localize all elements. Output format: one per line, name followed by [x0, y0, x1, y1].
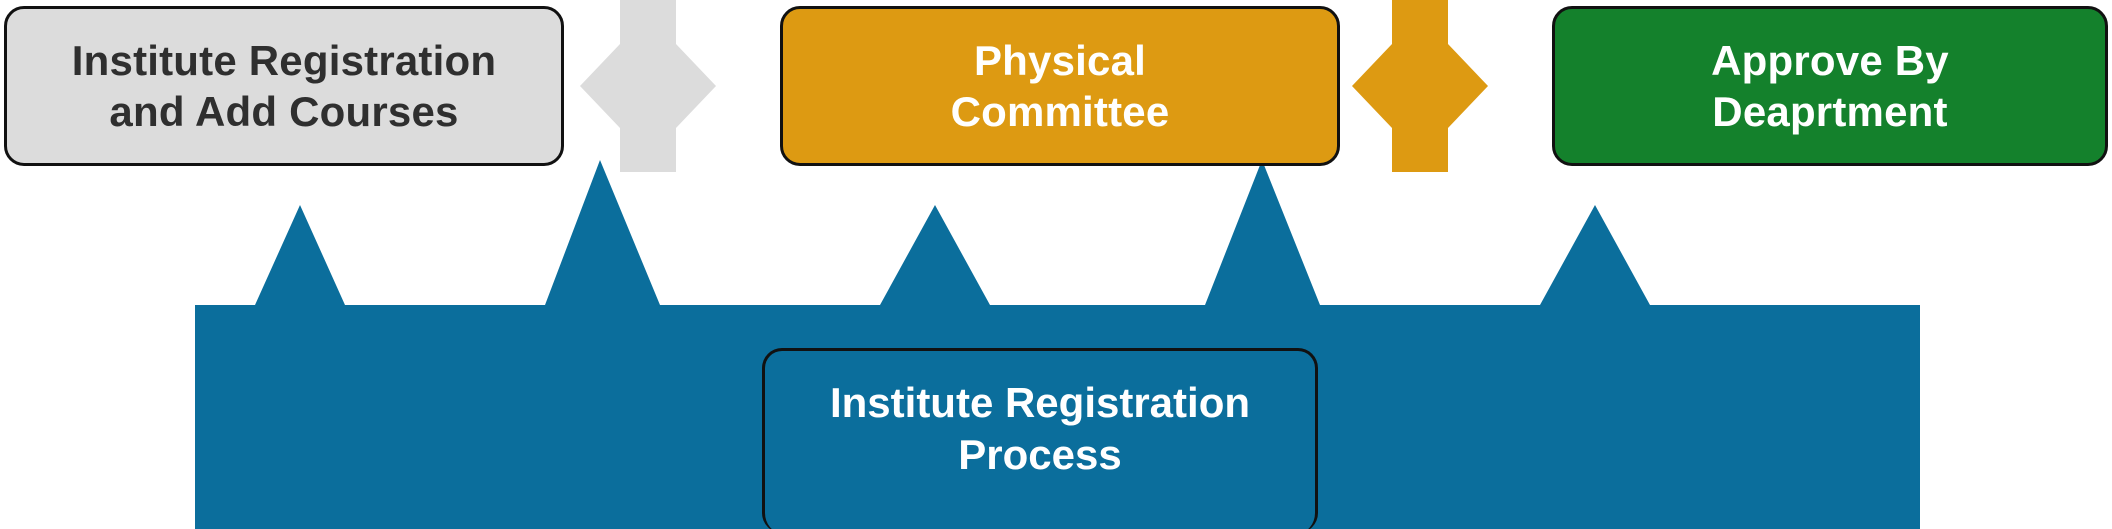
stage-institute-registration-and-add-courses[interactable]: Institute Registration and Add Courses [4, 6, 564, 166]
stage-1-line-2: and Add Courses [109, 88, 459, 135]
stage-3-line-2: Deaprtment [1712, 88, 1948, 135]
hexagon-arrow-icon [1352, 0, 1488, 172]
stage-1-line-1: Institute Registration [71, 36, 497, 84]
hexagon-arrow-icon [580, 0, 716, 172]
stage-2-line-1: Physical [973, 36, 1147, 84]
connector-arrow-2 [1352, 0, 1488, 172]
stage-1-text: Institute Registration and Add Courses [72, 35, 496, 137]
stage-3-line-1: Approve By [1711, 36, 1949, 84]
process-label-text: Institute Registration Process [830, 377, 1250, 482]
stage-2-line-2: Committee [950, 88, 1170, 135]
process-label-line-2: Process [958, 431, 1122, 478]
process-label-line-1: Institute Registration [829, 378, 1251, 426]
connector-arrow-1 [580, 0, 716, 172]
stage-approve-by-deaprtment[interactable]: Approve By Deaprtment [1552, 6, 2108, 166]
process-label: Institute Registration Process [762, 348, 1318, 529]
stage-physical-committee[interactable]: Physical Committee [780, 6, 1340, 166]
stage-2-text: Physical Committee [951, 35, 1170, 137]
stage-3-text: Approve By Deaprtment [1711, 35, 1949, 137]
